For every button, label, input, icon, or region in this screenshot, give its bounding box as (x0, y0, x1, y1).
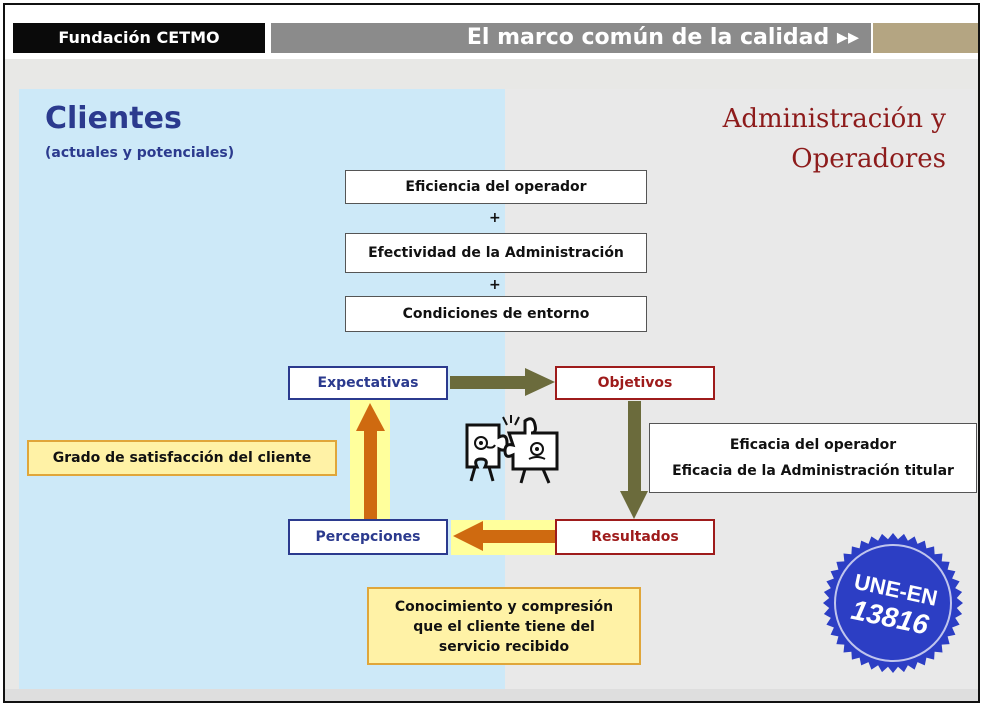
note-satisfaccion: Grado de satisfacción del cliente (27, 440, 337, 476)
box-resultados: Resultados (555, 519, 715, 555)
plus-sign-2: + (489, 277, 501, 293)
slide-frame: Fundación CETMO El marco común de la cal… (3, 3, 980, 703)
bottom-strip (5, 689, 978, 701)
admin-title-line1: Administración y (722, 104, 946, 134)
arrow-percepciones-expectativas (356, 403, 385, 519)
slide-title: El marco común de la calidad ▸▸ (271, 23, 871, 53)
clients-title: Clientes (45, 101, 182, 136)
plus-sign-1: + (489, 210, 501, 226)
admin-title-line2: Operadores (791, 144, 946, 174)
box-objetivos: Objetivos (555, 366, 715, 400)
puzzle-people-icon (465, 415, 559, 484)
admin-title: Administración y Operadores (626, 99, 946, 179)
une-en-seal-icon: UNE-EN 13816 (823, 533, 963, 673)
arrow-expectativas-objetivos (450, 368, 555, 396)
diagram-overlay: UNE-EN 13816 (356, 368, 963, 673)
box-eficiencia-operador: Eficiencia del operador (345, 170, 647, 204)
header-accent (873, 23, 978, 53)
eficacia-operador: Eficacia del operador (729, 437, 897, 453)
arrow-objetivos-resultados (620, 401, 648, 519)
org-label: Fundación CETMO (13, 23, 265, 53)
box-expectativas: Expectativas (288, 366, 448, 400)
note-conocimiento: Conocimiento y compresión que el cliente… (367, 587, 641, 665)
box-condiciones-entorno: Condiciones de entorno (345, 296, 647, 332)
box-efectividad-administracion: Efectividad de la Administración (345, 233, 647, 273)
arrow-resultados-percepciones (453, 521, 555, 551)
clients-subtitle: (actuales y potenciales) (45, 145, 235, 161)
box-eficacia: Eficacia del operador Eficacia de la Adm… (649, 423, 977, 493)
box-percepciones: Percepciones (288, 519, 448, 555)
eficacia-administracion: Eficacia de la Administración titular (672, 463, 954, 479)
